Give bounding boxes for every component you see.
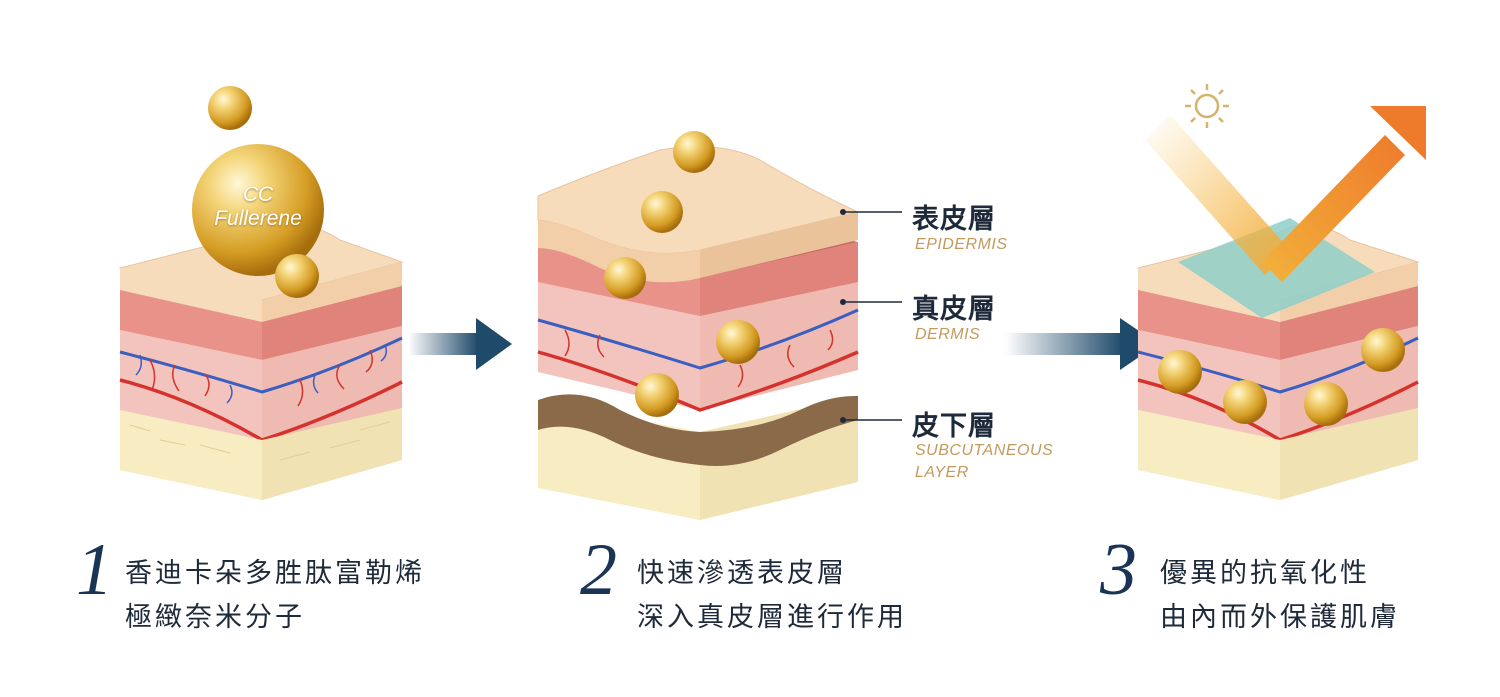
bounce-arrow-icon [1145, 106, 1426, 282]
nano-molecule [208, 86, 252, 130]
step-1-line1: 香迪卡朵多胜肽富勒烯 [125, 558, 425, 589]
step-3-text: 優異的抗氧化性 由內而外保護肌膚 [1160, 552, 1400, 640]
bubble-label-line2: Fullerene [214, 207, 302, 230]
cc-fullerene-label: CC Fullerene [210, 183, 306, 231]
nano-molecule [1361, 328, 1405, 372]
layer-label-subcutaneous-en1: SUBCUTANEOUS [915, 442, 1054, 459]
nano-molecule [1304, 382, 1348, 426]
layer-label-subcutaneous-zh: 皮下層 [912, 411, 996, 442]
step-2-line1: 快速滲透表皮層 [637, 558, 847, 589]
nano-molecule [641, 191, 683, 233]
nano-molecule [635, 373, 679, 417]
layer-label-subcutaneous-en2: LAYER [915, 464, 969, 481]
step-number-1: 1 [76, 529, 113, 611]
nano-molecule [1158, 350, 1202, 394]
nano-molecule [716, 320, 760, 364]
step-3-line1: 優異的抗氧化性 [1160, 558, 1370, 589]
layer-leader-lines [840, 209, 902, 423]
cc-fullerene-bubble [192, 144, 324, 276]
step-2-line2: 深入真皮層進行作用 [637, 602, 907, 633]
layer-label-epidermis-zh: 表皮層 [912, 204, 996, 235]
layer-label-dermis-en: DERMIS [915, 326, 981, 343]
sun-icon [1185, 84, 1229, 128]
step-1-line2: 極緻奈米分子 [125, 602, 305, 633]
nano-molecule [604, 257, 646, 299]
step-2-text: 快速滲透表皮層 深入真皮層進行作用 [637, 552, 907, 640]
bubble-label-line1: CC [242, 183, 274, 206]
skin-cube-1 [118, 224, 404, 500]
step-3-line2: 由內而外保護肌膚 [1160, 602, 1400, 633]
layer-label-dermis-zh: 真皮層 [912, 294, 996, 325]
skin-cube-2 [537, 146, 860, 520]
nano-molecule [1223, 380, 1267, 424]
nano-molecule [673, 131, 715, 173]
step-number-3: 3 [1100, 529, 1137, 611]
step-1-text: 香迪卡朵多胜肽富勒烯 極緻奈米分子 [125, 552, 425, 640]
nano-molecule [275, 254, 319, 298]
arrow-right-icon [1005, 318, 1158, 370]
arrow-right-icon [408, 318, 512, 370]
layer-label-epidermis-en: EPIDERMIS [915, 236, 1008, 253]
step-number-2: 2 [580, 529, 617, 611]
